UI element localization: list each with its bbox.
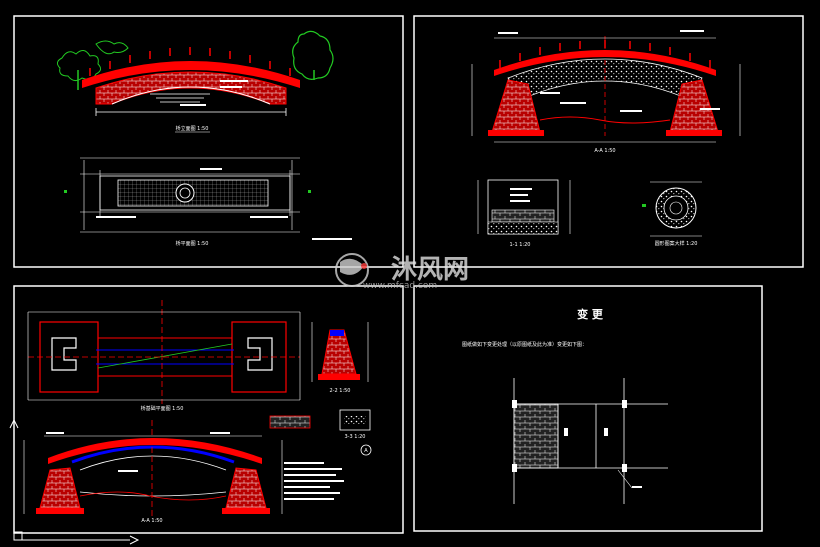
plan-caption: 桥平面图 1:50 <box>176 240 209 247</box>
mfcad-logo-icon <box>335 253 369 287</box>
detail-1-1 <box>477 179 571 235</box>
foundation-plan-caption: 桥基础平面图 1:50 <box>141 405 184 412</box>
sheet-bridge-section-details: A-A 1:50 1-1 1:20 圆形图案大样 <box>413 15 804 268</box>
callout-circle <box>360 444 372 456</box>
section-caption: A-A 1:50 <box>594 148 615 154</box>
bridge-plan <box>64 157 311 233</box>
change-title: 变 更 <box>577 307 604 321</box>
ucs-axis-icon <box>9 418 140 545</box>
circle-caption: 圆形图案大样 1:20 <box>655 240 698 247</box>
bridge-elevation <box>82 47 300 116</box>
change-note: 图纸做如下变更处理（以原图纸及此为准）变更如下图： <box>462 341 587 348</box>
sheet-change-notice: 变 更 图纸做如下变更处理（以原图纸及此为准）变更如下图： <box>413 285 763 532</box>
section-2-2-caption: 2-2 1:50 <box>330 388 351 394</box>
tree-left-icon <box>56 40 129 90</box>
detail-3-3 <box>269 409 371 431</box>
detail-caption: 1-1 1:20 <box>510 242 531 248</box>
watermark-url: www.mfcad.com <box>363 281 437 291</box>
change-detail-drawing <box>512 378 668 504</box>
tree-right-icon <box>292 30 334 80</box>
bridge-section-bottom <box>23 420 283 516</box>
foundation-plan <box>27 300 301 404</box>
sheet-frame <box>413 285 763 532</box>
sheet-frame <box>13 285 404 534</box>
sheet-frame <box>13 15 404 268</box>
callout-label: A <box>364 448 368 454</box>
notes-block <box>284 462 344 500</box>
sheet-foundation-plan-section: 桥基础平面图 1:50 2-2 1:50 3-3 1:20 A <box>13 285 404 534</box>
watermark: 沐风网 www.mfcad.com <box>335 253 469 291</box>
watermark-brand: 沐风网 <box>391 255 469 285</box>
section-2-2 <box>311 322 369 382</box>
bottom-section-caption: A-A 1:50 <box>141 518 162 524</box>
elevation-caption: 桥立面图 1:50 <box>176 125 209 132</box>
sheet-bridge-elevation-plan: 桥立面图 1:50 <box>13 15 404 268</box>
circle-pattern-detail <box>642 181 702 237</box>
sheet-frame <box>413 15 804 268</box>
detail-3-3-caption: 3-3 1:20 <box>345 434 366 440</box>
bridge-section-aa <box>471 30 741 143</box>
